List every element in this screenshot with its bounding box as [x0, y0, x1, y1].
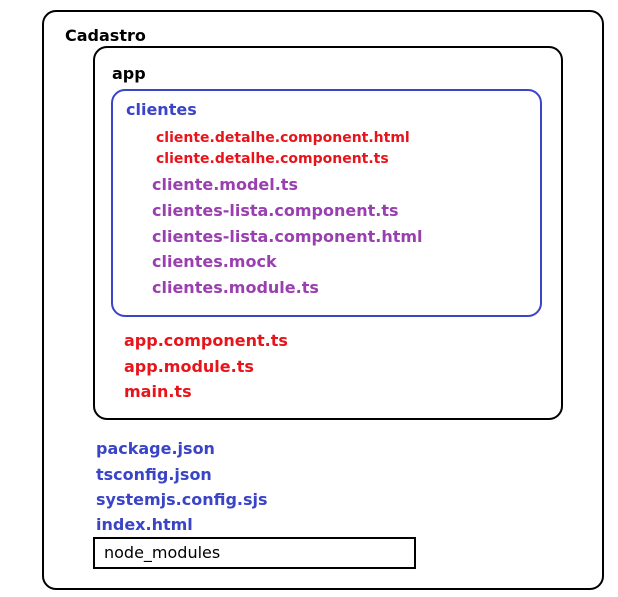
app-folder-title: app — [112, 64, 146, 83]
node-modules-label: node_modules — [104, 543, 221, 562]
node-modules-folder-box — [93, 537, 416, 569]
file-clientes-lista-component-ts: clientes-lista.component.ts — [152, 201, 399, 220]
file-index-html: index.html — [96, 515, 193, 534]
file-cliente-detalhe-ts: cliente.detalhe.component.ts — [156, 151, 389, 167]
file-main-ts: main.ts — [124, 382, 192, 401]
cadastro-folder-box — [42, 10, 604, 590]
file-app-module-ts: app.module.ts — [124, 357, 254, 376]
file-app-component-ts: app.component.ts — [124, 331, 288, 350]
clientes-folder-box — [111, 89, 542, 317]
file-clientes-mock: clientes.mock — [152, 252, 277, 271]
file-package-json: package.json — [96, 439, 215, 458]
file-cliente-detalhe-html: cliente.detalhe.component.html — [156, 130, 410, 146]
file-clientes-module-ts: clientes.module.ts — [152, 278, 319, 297]
app-folder-box — [93, 46, 563, 420]
file-systemjs-config: systemjs.config.sjs — [96, 490, 268, 509]
cadastro-folder-title: Cadastro — [65, 26, 146, 45]
clientes-folder-title: clientes — [126, 100, 197, 119]
file-clientes-lista-component-html: clientes-lista.component.html — [152, 227, 423, 246]
file-cliente-model-ts: cliente.model.ts — [152, 175, 298, 194]
file-tsconfig-json: tsconfig.json — [96, 465, 212, 484]
